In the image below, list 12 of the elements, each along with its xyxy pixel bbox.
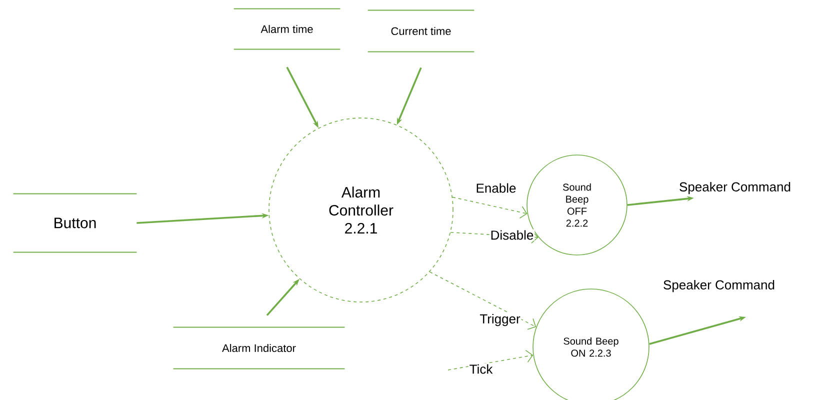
data-store: Current time — [367, 10, 475, 52]
data-store: Alarm Indicator — [172, 326, 346, 370]
data-store: Alarm time — [233, 8, 341, 50]
arrow — [429, 271, 536, 330]
edge-label: Tick — [468, 363, 494, 375]
edge-label: Speaker Command — [662, 278, 776, 294]
edge-label: Enable — [474, 182, 518, 194]
data-store: Button — [12, 193, 138, 253]
edge-label: Speaker Command — [678, 180, 792, 196]
arrow — [452, 196, 528, 219]
edge-label: Trigger — [478, 312, 522, 328]
edge-label: Disable — [489, 229, 535, 241]
